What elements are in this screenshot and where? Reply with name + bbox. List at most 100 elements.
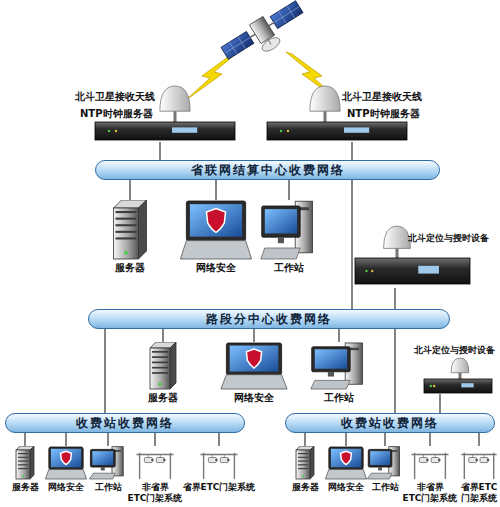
- laptop-icon: [44, 446, 88, 480]
- gantry-post: [493, 453, 494, 479]
- server-slot: [116, 211, 137, 213]
- rack-led: [115, 130, 117, 132]
- workstation-icon: [308, 342, 370, 390]
- rack-icon: [352, 222, 492, 288]
- node-label: 省界ETC门架系统: [182, 482, 256, 493]
- etc-gantry-node: 非省界 ETC门架系统: [402, 446, 458, 506]
- node-label: 北斗卫星接收天线: [75, 90, 155, 103]
- laptop-frame: [329, 447, 363, 469]
- ntp-clock-server: 北斗卫星接收天线NTP时钟服务器: [70, 80, 240, 142]
- gantry-post: [464, 453, 465, 479]
- server-led: [124, 251, 128, 255]
- node-label: 网络安全: [44, 482, 88, 493]
- gantry-post: [203, 453, 204, 479]
- gantry-beam: [201, 454, 238, 456]
- rack-led: [430, 385, 432, 387]
- server-icon: [135, 342, 191, 390]
- server-side: [139, 200, 147, 259]
- rack-led: [365, 270, 367, 272]
- server-slot: [298, 464, 308, 465]
- band-label: 路段分中心收费网络: [206, 311, 332, 328]
- server-slot: [298, 453, 308, 454]
- monitor-screen: [92, 451, 113, 465]
- server-slot: [18, 453, 28, 454]
- laptop-base: [325, 469, 366, 479]
- network-link: [304, 433, 305, 446]
- keyboard: [367, 473, 392, 479]
- beidou-timing-device: 北斗定位与授时设备: [352, 222, 492, 288]
- gantry-beam: [137, 454, 174, 456]
- network-link: [215, 180, 216, 200]
- workstation-node: 工作站: [308, 342, 370, 410]
- etc-gantry-node: 省界ETC门架系统: [182, 446, 256, 506]
- signal-bolt: [186, 52, 238, 100]
- gantry-post: [414, 453, 415, 479]
- camera-mount: [435, 455, 436, 458]
- server-slot: [298, 468, 308, 469]
- server-icon: [6, 446, 44, 480]
- server-body: [296, 450, 310, 479]
- laptop-screen: [331, 449, 361, 467]
- server-node: 服务器: [100, 200, 160, 280]
- network-link: [345, 433, 346, 446]
- server-slot: [152, 372, 168, 374]
- camera-lens: [475, 459, 478, 462]
- gantry-post: [139, 453, 140, 479]
- workstation-icon: [366, 446, 404, 480]
- server-body: [150, 348, 170, 389]
- node-label: 工作站: [366, 482, 404, 493]
- keyboard: [311, 380, 350, 389]
- laptop-frame: [186, 201, 245, 241]
- node-label: 非省界 ETC门架系统: [402, 482, 458, 504]
- camera-lens: [163, 459, 166, 462]
- camera-mount: [212, 455, 213, 458]
- server-led: [159, 383, 162, 386]
- server-side: [30, 446, 34, 479]
- network-link: [384, 433, 385, 446]
- network-link: [162, 329, 163, 342]
- node-label: 非省界 ETC门架系统: [126, 482, 184, 504]
- network-band: 收费站收费网络: [285, 413, 495, 433]
- server-slot: [298, 457, 308, 458]
- rack-chassis: [424, 379, 492, 393]
- server-slot: [18, 468, 28, 469]
- server-side: [170, 342, 176, 389]
- network-link: [478, 433, 479, 446]
- antenna-dome: [451, 358, 469, 373]
- gantry-icon: [402, 446, 458, 480]
- node-label: 网络安全: [178, 262, 254, 274]
- keyboard: [261, 248, 300, 259]
- rack-led: [280, 130, 282, 132]
- network-link: [107, 433, 108, 446]
- laptop-screen: [51, 449, 81, 467]
- network-link: [104, 329, 105, 413]
- camera-mount: [423, 455, 424, 458]
- node-label: NTP时钟服务器: [347, 107, 420, 120]
- server-icon: [100, 200, 160, 260]
- server-slot: [152, 367, 168, 369]
- antenna-dome: [384, 226, 411, 248]
- rack-display: [344, 127, 369, 132]
- camera-mount: [484, 455, 485, 458]
- network-band: 收费站收费网络: [5, 413, 245, 433]
- monitor-stand: [328, 372, 334, 377]
- gantry-post: [170, 453, 171, 479]
- rack-led: [287, 130, 289, 132]
- laptop-base: [221, 375, 287, 389]
- rack-display: [172, 127, 197, 132]
- workstation-node: 工作站: [88, 446, 128, 506]
- gantry-icon: [458, 446, 500, 480]
- server-slot: [298, 460, 308, 461]
- security-node: 网络安全: [324, 446, 368, 506]
- laptop-icon: [218, 342, 290, 390]
- gantry-beam: [461, 454, 496, 456]
- server-slot: [18, 457, 28, 458]
- rack-chassis: [95, 122, 235, 140]
- security-shield: [341, 451, 352, 464]
- server-side: [310, 446, 314, 479]
- band-label: 省联网结算中心收费网络: [191, 162, 345, 179]
- security-shield: [206, 209, 225, 233]
- rack-display: [418, 266, 439, 274]
- network-link: [394, 288, 395, 309]
